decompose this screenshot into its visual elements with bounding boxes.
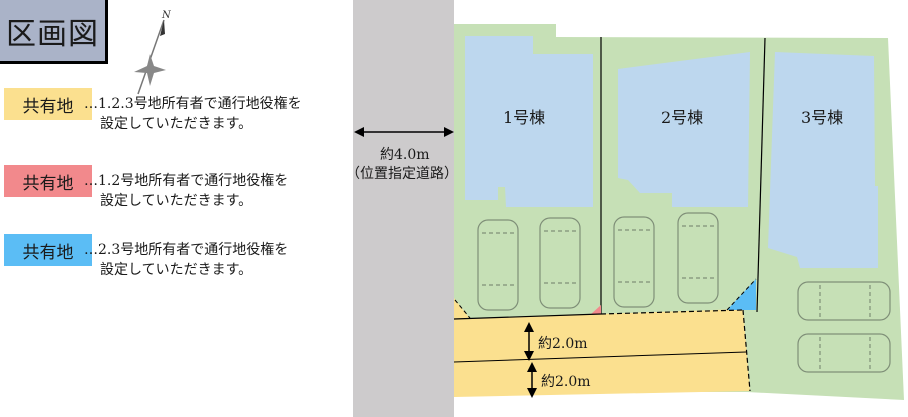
legend-line2: 設定していただきます。 — [100, 262, 253, 278]
legend-description: …1.2号地所有者で通行地役権を 設定していただきます。 — [84, 171, 288, 211]
legend-line2: 設定していただきます。 — [100, 193, 253, 209]
legend-description: …1.2.3号地所有者で通行地役権を 設定していただきます。 — [84, 94, 302, 134]
shared-corner-yellow — [454, 298, 470, 320]
legend-description: …2.3号地所有者で通行地役権を 設定していただきます。 — [84, 240, 288, 280]
building-2-label: 2号棟 — [661, 108, 704, 127]
legend-line1: …2.3号地所有者で通行地役権を — [84, 242, 289, 258]
car-icon — [797, 281, 891, 321]
building-2 — [618, 52, 750, 207]
building-3-label: 3号棟 — [801, 108, 844, 127]
car-icon — [613, 216, 655, 308]
road-area — [353, 0, 454, 417]
car-icon — [539, 217, 581, 309]
legend-swatch-blue: 共有地 — [4, 234, 92, 266]
lot-divider-2-3 — [756, 37, 766, 313]
legend-swatch-label: 共有地 — [22, 173, 74, 194]
legend-line1: …1.2号地所有者で通行地役権を — [84, 173, 289, 189]
road-width-label: 約4.0m — [380, 147, 430, 163]
legend-swatch-pink: 共有地 — [4, 165, 92, 197]
car-icon — [477, 219, 519, 311]
legend-swatch-label: 共有地 — [22, 96, 74, 117]
legend-swatch-label: 共有地 — [22, 242, 74, 263]
car-icon — [797, 333, 891, 373]
easement-width-upper: 約2.0m — [538, 336, 588, 352]
page-title: 区画図 — [0, 0, 108, 64]
compass-north-icon: N — [134, 10, 172, 95]
legend-line1: …1.2.3号地所有者で通行地役権を — [84, 96, 302, 112]
easement-width-lower: 約2.0m — [541, 374, 591, 390]
page-title-text: 区画図 — [6, 16, 99, 52]
compass-north-label: N — [161, 10, 172, 21]
building-1-label: 1号棟 — [503, 108, 546, 127]
road-type-label: （位置指定道路） — [346, 166, 458, 182]
legend-line2: 設定していただきます。 — [100, 116, 253, 132]
car-icon — [677, 212, 719, 304]
building-1 — [465, 36, 593, 207]
legend-swatch-yellow: 共有地 — [4, 88, 92, 120]
building-3 — [768, 52, 878, 268]
shared-corner-pink — [590, 305, 601, 315]
car-icons — [477, 212, 891, 373]
